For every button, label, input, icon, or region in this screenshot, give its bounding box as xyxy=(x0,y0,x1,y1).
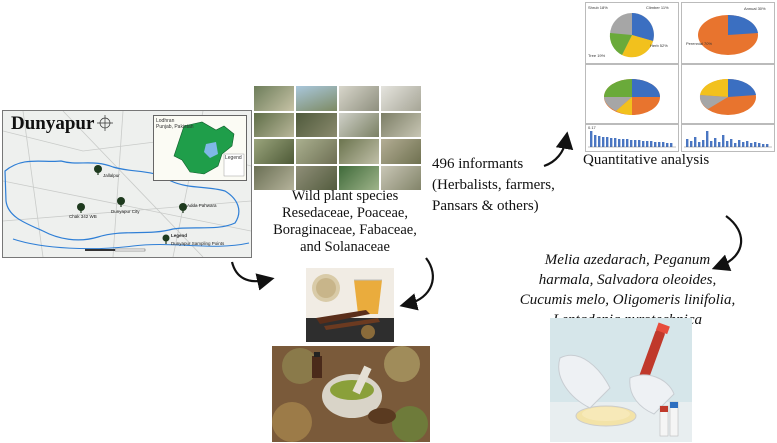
plant-photo xyxy=(296,86,337,111)
pie-chart-parts xyxy=(604,79,660,115)
plant-photo xyxy=(338,86,379,111)
pie-chart-preparation xyxy=(699,78,756,115)
herbs-mortar-photo xyxy=(272,346,430,442)
informants-line: Pansars & others) xyxy=(432,198,539,214)
plant-photo xyxy=(380,139,421,164)
plant-photo xyxy=(380,165,421,190)
plant-photo xyxy=(254,165,295,190)
plant-photo xyxy=(338,139,379,164)
pie-label: Climber 11% xyxy=(646,5,669,10)
plant-photo xyxy=(296,112,337,137)
caption-line: and Solanaceae xyxy=(300,239,390,255)
place-label: Dunyapur City xyxy=(111,209,140,214)
inset-title: Lodhran Punjab, Pakistan xyxy=(156,118,194,130)
laboratory-drawing xyxy=(550,318,692,442)
place-label: Jallalpur xyxy=(103,173,120,178)
place-label: Chak 342 WB xyxy=(69,214,97,219)
caption-line: Wild plant species xyxy=(291,188,399,204)
quantitative-analysis-label: Quantitative analysis xyxy=(583,152,710,168)
pakistan-inset-map: Lodhran Punjab, Pakistan Legend xyxy=(153,115,247,181)
inset-legend: Legend xyxy=(225,155,242,161)
tree-marker-icon xyxy=(162,234,170,244)
curved-arrow-icon xyxy=(399,257,434,311)
pie-label: Herb 52% xyxy=(650,43,668,48)
species-line: Melia azedarach, Peganum xyxy=(544,252,711,268)
herbal-tea-photo xyxy=(306,268,394,342)
legend-item: Dunyapur Sampling Points xyxy=(171,241,225,246)
pie-chart-panel: Shrub 18% Herb 52% Tree 19% Climber 11% xyxy=(585,2,679,64)
study-area-map: Dunyapur Lodhran Punjab, Pakistan Legend… xyxy=(2,110,252,258)
map-title: Dunyapur xyxy=(11,113,95,134)
pie-label: Annual 30% xyxy=(744,6,766,11)
bar-chart-fic xyxy=(588,131,676,148)
pie-chart-panel xyxy=(681,64,775,124)
plant-photo xyxy=(296,165,337,190)
caption-line: Resedaceae, Poaceae, xyxy=(282,205,408,221)
bar-chart-panel: 0.17 xyxy=(585,124,679,152)
plant-photo-grid xyxy=(254,86,421,190)
plant-photo xyxy=(338,112,379,137)
informants-text: 496 informants (Herbalists, farmers, Pan… xyxy=(432,154,587,217)
pie-label: Tree 19% xyxy=(588,53,606,58)
pie-chart-habit xyxy=(609,13,654,58)
tree-marker-icon xyxy=(94,165,102,175)
pakistan-shape xyxy=(173,121,245,177)
river-boundary xyxy=(4,160,240,241)
species-line: harmala, Salvadora oleoides, xyxy=(538,272,717,288)
plant-photo xyxy=(254,112,295,137)
plant-photo xyxy=(296,139,337,164)
scale-bar xyxy=(85,248,146,252)
north-arrow-icon xyxy=(97,115,113,131)
bar-top-value: 0.17 xyxy=(588,125,596,130)
pie-chart-lifeform xyxy=(698,14,758,55)
informants-line: (Herbalists, farmers, xyxy=(432,177,555,193)
wild-plant-caption: Wild plant species Resedaceae, Poaceae, … xyxy=(270,188,420,256)
plant-photo xyxy=(338,165,379,190)
plant-photo xyxy=(254,86,295,111)
pie-chart-panel: Annual 30% Perennial 70% xyxy=(681,2,775,64)
caption-line: Boraginaceae, Fabaceae, xyxy=(273,222,417,238)
plant-photo xyxy=(380,86,421,111)
legend-title: Legend xyxy=(171,233,188,238)
informants-line: 496 informants xyxy=(432,156,524,172)
plant-photo xyxy=(380,112,421,137)
tree-marker-icon xyxy=(117,197,125,207)
plant-photo xyxy=(254,139,295,164)
bar-chart-rfc xyxy=(684,131,772,148)
herbs-mortar-drawing xyxy=(272,346,430,442)
tree-marker-icon xyxy=(179,203,187,213)
species-line: Cucumis melo, Oligomeris linifolia, xyxy=(519,292,736,308)
laboratory-photo xyxy=(550,318,692,442)
tree-marker-icon xyxy=(77,203,85,213)
herbal-tea-drawing xyxy=(306,274,394,342)
place-label: Adda Pahwara xyxy=(187,203,217,208)
bar-chart-panel xyxy=(681,124,775,152)
pie-label: Perennial 70% xyxy=(686,41,713,46)
pie-chart-panel xyxy=(585,64,679,124)
curved-arrow-icon xyxy=(230,261,275,291)
pie-label: Shrub 18% xyxy=(588,5,608,10)
